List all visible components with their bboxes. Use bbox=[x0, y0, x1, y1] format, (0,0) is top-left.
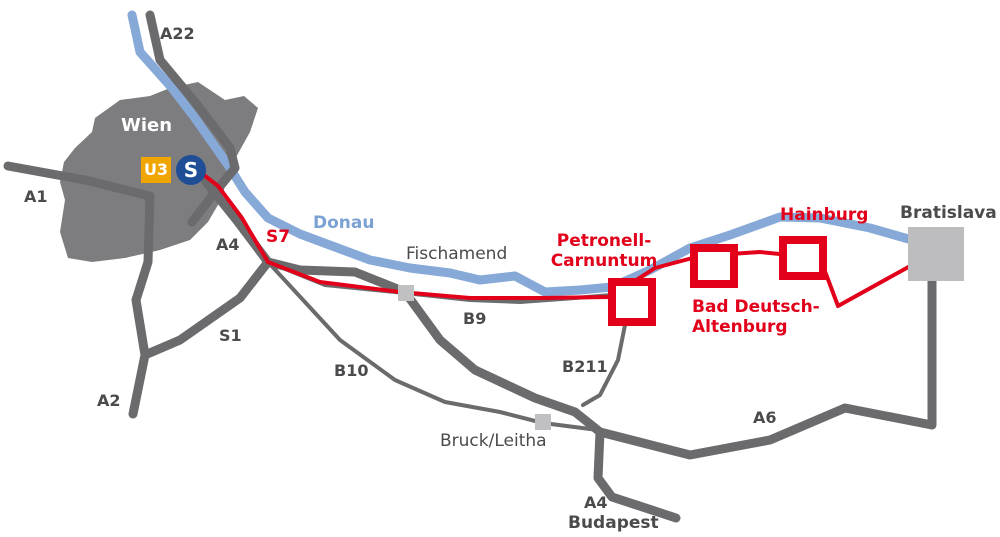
label-fischamend: Fischamend bbox=[406, 244, 508, 264]
danube-river bbox=[127, 10, 917, 297]
label-hainburg: Hainburg bbox=[780, 205, 869, 225]
label-s1: S1 bbox=[219, 326, 242, 345]
road-a2 bbox=[128, 191, 155, 419]
label-a4-west: A4 bbox=[216, 235, 240, 254]
svg-text:S: S bbox=[184, 158, 198, 182]
label-a4-south: A4 bbox=[584, 493, 608, 512]
label-a1: A1 bbox=[24, 187, 48, 206]
label-wien: Wien bbox=[121, 115, 173, 136]
road-b211 bbox=[581, 308, 630, 407]
label-bruck-leitha: Bruck/Leitha bbox=[440, 431, 547, 451]
label-bad-deutsch-line2: Altenburg bbox=[692, 316, 788, 337]
label-budapest: Budapest bbox=[568, 513, 659, 533]
bratislava-block bbox=[908, 227, 964, 281]
label-a22: A22 bbox=[160, 24, 195, 43]
station-petronell bbox=[608, 278, 656, 326]
road-a6 bbox=[595, 273, 937, 460]
station-hainburg bbox=[779, 236, 827, 280]
label-a2: A2 bbox=[97, 391, 121, 410]
fischamend-junction bbox=[398, 285, 414, 301]
label-bratislava: Bratislava bbox=[900, 203, 997, 223]
label-petronell-carnuntum: Petronell- Carnuntum bbox=[548, 231, 660, 271]
label-petronell-line1: Petronell- bbox=[556, 231, 652, 251]
s-bahn-icon: S bbox=[176, 155, 206, 185]
label-a6: A6 bbox=[753, 408, 777, 427]
road-a1 bbox=[3, 161, 155, 201]
bruck-junction bbox=[535, 414, 551, 430]
label-b211: B211 bbox=[562, 357, 608, 376]
label-petronell-line2: Carnuntum bbox=[550, 250, 658, 271]
label-s7: S7 bbox=[266, 227, 291, 247]
label-donau: Donau bbox=[313, 213, 375, 233]
label-b10: B10 bbox=[334, 361, 369, 380]
label-bad-deutsch-altenburg: Bad Deutsch- Altenburg bbox=[692, 297, 820, 337]
road-s1 bbox=[140, 257, 273, 360]
label-b9: B9 bbox=[463, 309, 487, 328]
station-bad-deutsch-altenburg bbox=[690, 244, 738, 288]
u3-badge: U3 bbox=[141, 157, 171, 183]
label-bad-deutsch-line1: Bad Deutsch- bbox=[692, 297, 820, 317]
